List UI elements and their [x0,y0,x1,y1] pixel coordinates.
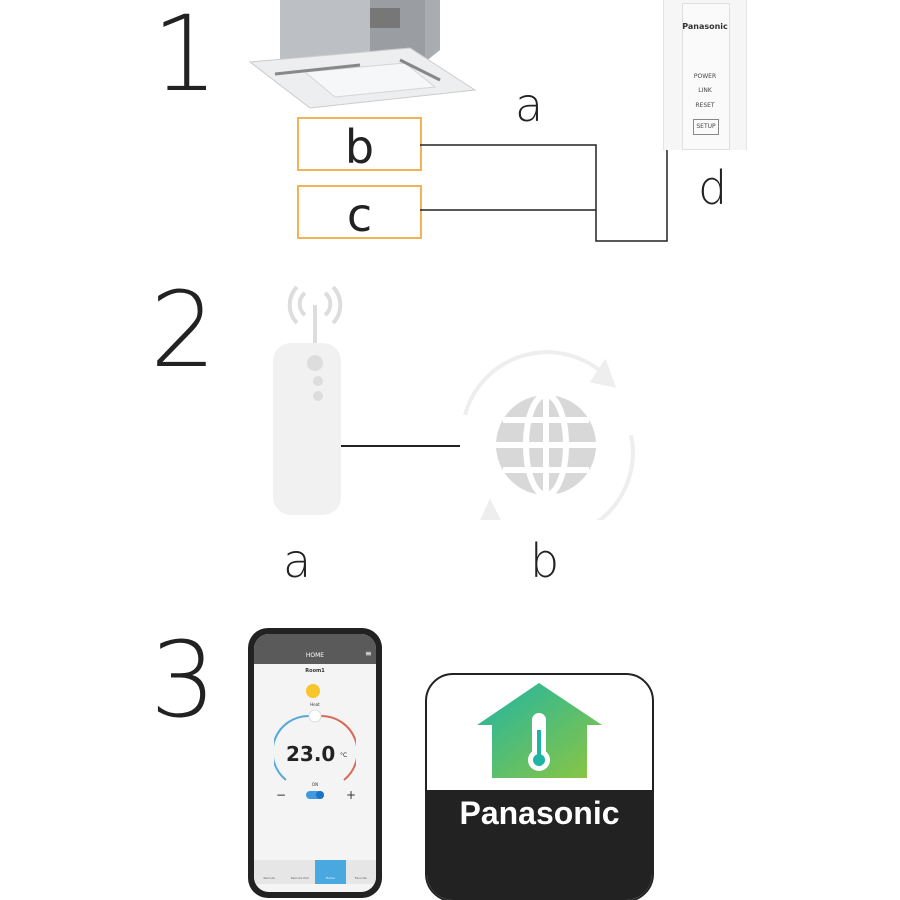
temperature-dial[interactable] [274,710,356,785]
label-b: b [344,120,375,174]
wifi-adapter: Panasonic POWER LINK RESET SETUP [663,0,747,150]
menu-icon[interactable]: ≡ [365,649,372,658]
connector-box-b: b [297,117,422,174]
mode-label: Heat [310,702,320,707]
panasonic-app-icon[interactable]: Panasonic [425,673,654,900]
house-thermometer-icon [477,683,602,778]
cloud-sync-icon [463,350,635,520]
increase-button[interactable]: + [346,788,357,802]
wiring-lines [420,144,668,242]
globe-icon [496,392,596,498]
power-toggle[interactable] [306,791,324,799]
sun-icon [306,684,320,698]
label-c: c [346,188,373,242]
app-header-title: HOME [305,652,325,659]
label-b-cloud: b [530,534,560,588]
reset-label: RESET [695,102,715,109]
nav-remote[interactable]: Remote [263,876,276,880]
label-d-adapter: d [698,161,728,215]
link-led-label: LINK [698,87,712,94]
app-icon-brand: Panasonic [459,795,620,831]
adapter-device-icon [273,343,341,515]
step-number-3: 3 [150,619,217,741]
label-a-cable: a [515,78,544,132]
setup-button[interactable]: SETUP [693,119,719,135]
adapter-brand: Panasonic [682,22,728,31]
app-screen: HOME ≡ Room1 Heat 23.0 °C ON − + Remote … [254,634,376,892]
wifi-signal-icon [287,285,343,345]
smartphone: HOME ≡ Room1 Heat 23.0 °C ON − + Remote … [248,628,382,898]
power-led-label: POWER [693,73,717,80]
nav-favorite[interactable]: Favorite [354,876,367,880]
bottom-nav: Remote Remote Pad Home Favorite [254,860,376,884]
nav-remote-pad[interactable]: Remote Pad [290,876,309,880]
temperature-unit: °C [340,752,348,759]
power-state: ON [311,782,319,787]
network-illustration [273,285,635,520]
step-number-1: 1 [152,0,219,115]
step-number-2: 2 [150,269,217,391]
label-a-adapter: a [283,534,312,588]
decrease-button[interactable]: − [276,788,287,802]
cassette-air-conditioner [248,0,477,109]
temperature-value: 23.0 [286,742,336,766]
connector-box-c: c [297,185,422,242]
nav-home[interactable]: Home [315,860,346,884]
room-name[interactable]: Room1 [305,668,325,674]
